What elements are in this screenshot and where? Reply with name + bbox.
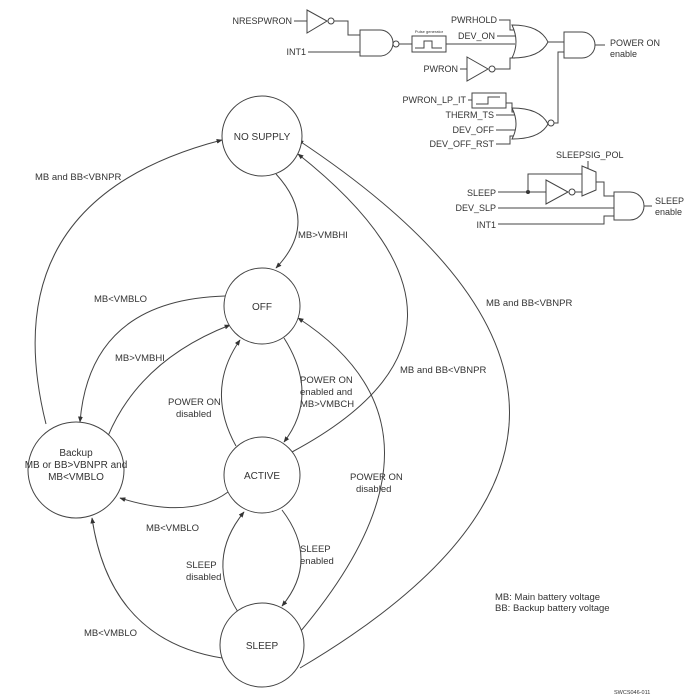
state-off: OFF xyxy=(223,267,301,345)
arrow-active-to-off xyxy=(220,339,241,447)
inverter-gate xyxy=(545,179,570,205)
signal-int1: INT1 xyxy=(286,47,306,57)
arrow-off-to-active xyxy=(283,337,303,443)
state-active: ACTIVE xyxy=(223,436,301,514)
label-active-to-sleep: enabled xyxy=(300,556,334,567)
label-sleep-to-active: disabled xyxy=(186,572,221,583)
inverter-gate xyxy=(466,56,490,82)
label-off-to-active: enabled and xyxy=(300,387,352,398)
label-active-to-off: POWER ON xyxy=(168,397,221,408)
inverter-gate xyxy=(306,9,329,34)
figure-id: SWCS046-011 xyxy=(614,690,650,696)
signal-sleepsig-pol: SLEEPSIG_POL xyxy=(556,150,624,160)
label-backup-to-nosupply: MB and BB<VBNPR xyxy=(35,172,121,183)
arrow-off-to-backup xyxy=(78,295,226,423)
legend-mb: MB: Main battery voltage xyxy=(495,592,600,603)
signal-therm-ts: THERM_TS xyxy=(445,110,494,120)
pulse-generator-label: Pulse generator xyxy=(415,29,444,34)
transition-labels: MB>VMBHI MB and BB<VBNPR MB<VMBLO MB>VMB… xyxy=(35,172,572,639)
arrow-backup-to-off xyxy=(107,324,231,437)
signal-sleep: SLEEP xyxy=(467,188,496,198)
multiplexer xyxy=(581,165,597,197)
label-sleep-to-backup: MB<VMBLO xyxy=(84,628,137,639)
legend: MB: Main battery voltage BB: Backup batt… xyxy=(495,592,610,614)
state-label: SLEEP xyxy=(246,641,279,652)
nand-gate xyxy=(359,29,394,57)
state-backup: Backup MB or BB>VBNPR and MB<VMBLO xyxy=(25,421,128,519)
arrow-sleep-to-nosupply xyxy=(297,139,510,669)
and-gate xyxy=(563,31,596,59)
output-power-on-enable: POWER ON xyxy=(610,38,660,48)
signal-nrespwron: NRESPWRON xyxy=(232,16,292,26)
label-sleep-to-active: SLEEP xyxy=(186,560,217,571)
delay-block xyxy=(471,92,507,109)
power-on-logic: NRESPWRON INT1 Pulse generator PWRHOLD D… xyxy=(232,9,660,149)
legend-bb: BB: Backup battery voltage xyxy=(495,603,610,614)
nor-gate xyxy=(511,107,549,140)
arrow-sleep-to-active xyxy=(222,511,245,613)
signal-int1: INT1 xyxy=(476,220,496,230)
sleep-logic: SLEEPSIG_POL SLEEP DEV_SLP INT1 SLEEP en… xyxy=(455,150,684,230)
label-off-to-active: POWER ON xyxy=(300,375,353,386)
arrow-active-to-sleep xyxy=(281,509,302,607)
label-backup-to-off: MB>VMBHI xyxy=(115,353,165,364)
label-sleep-to-nosupply: MB and BB<VBNPR xyxy=(486,298,572,309)
state-label: MB or BB>VBNPR and xyxy=(25,460,128,471)
or-gate xyxy=(511,24,549,59)
label-active-to-nosupply: MB and BB<VBNPR xyxy=(400,365,486,376)
output-sleep-enable: SLEEP xyxy=(655,196,684,206)
arrow-sleep-to-off xyxy=(297,317,385,633)
signal-dev-on: DEV_ON xyxy=(458,31,495,41)
label-sleep-to-off: POWER ON xyxy=(350,472,403,483)
label-active-to-backup: MB<VMBLO xyxy=(146,523,199,534)
state-label: MB<VMBLO xyxy=(48,472,104,483)
state-label: NO SUPPLY xyxy=(234,132,291,143)
transition-arrows xyxy=(34,139,510,669)
label-sleep-to-off: disabled xyxy=(356,484,391,495)
arrow-backup-to-nosupply xyxy=(34,139,223,425)
state-no-supply: NO SUPPLY xyxy=(221,95,303,177)
label-off-to-active: MB>VMBCH xyxy=(300,399,354,410)
label-off-to-backup: MB<VMBLO xyxy=(94,294,147,305)
label-nosupply-to-off: MB>VMBHI xyxy=(298,230,348,241)
signal-dev-off-rst: DEV_OFF_RST xyxy=(429,139,494,149)
state-label: ACTIVE xyxy=(244,471,280,482)
state-label: Backup xyxy=(59,448,93,459)
arrow-sleep-to-backup xyxy=(90,517,223,659)
arrow-active-to-backup xyxy=(119,491,229,509)
state-label: OFF xyxy=(252,302,272,313)
output-sleep-enable: enable xyxy=(655,207,682,217)
state-sleep: SLEEP xyxy=(219,602,305,688)
pulse-generator xyxy=(411,35,447,53)
signal-dev-slp: DEV_SLP xyxy=(455,203,496,213)
signal-pwron: PWRON xyxy=(424,64,459,74)
output-power-on-enable: enable xyxy=(610,49,637,59)
signal-pwrhold: PWRHOLD xyxy=(451,15,498,25)
arrow-nosupply-to-off xyxy=(275,173,299,269)
label-active-to-sleep: SLEEP xyxy=(300,544,331,555)
signal-dev-off: DEV_OFF xyxy=(452,125,494,135)
arrow-active-to-nosupply xyxy=(291,153,408,453)
label-active-to-off: disabled xyxy=(176,409,211,420)
signal-pwron-lp-it: PWRON_LP_IT xyxy=(402,95,466,105)
and-gate xyxy=(613,191,645,221)
